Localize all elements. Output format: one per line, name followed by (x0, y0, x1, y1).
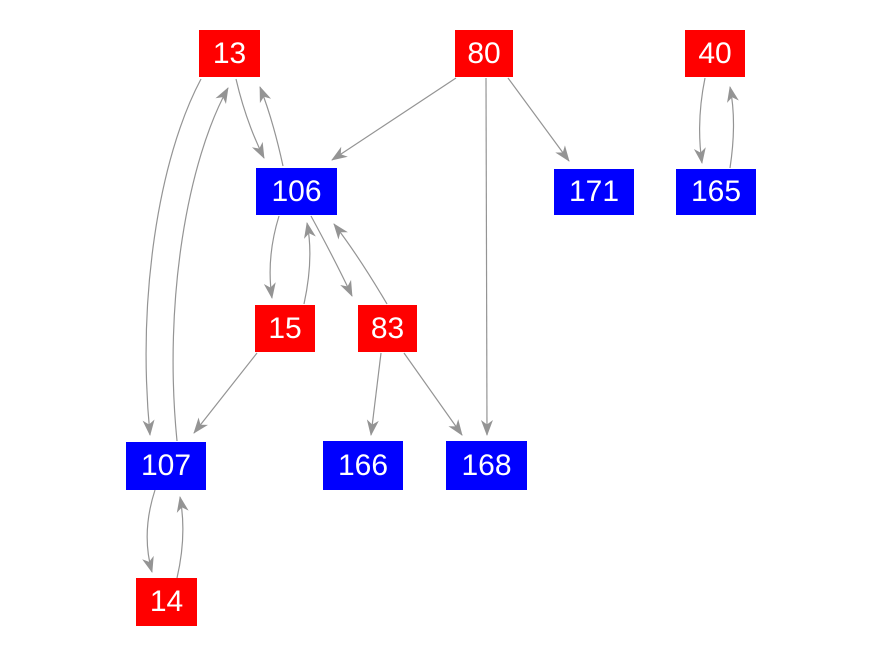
edge-40-to-165 (693, 77, 706, 164)
graph-node-168: 168 (446, 441, 527, 490)
node-label: 83 (370, 311, 405, 345)
node-label: 165 (690, 175, 742, 208)
edge-14-to-107 (176, 496, 189, 579)
edge-15-to-106 (303, 222, 316, 305)
node-label: 166 (337, 448, 389, 482)
edge-13-to-107 (142, 78, 202, 436)
edge-80-to-168 (480, 77, 493, 436)
graph-node-107: 107 (126, 442, 206, 490)
node-label: 168 (461, 448, 512, 482)
graph-node-83: 83 (358, 305, 417, 352)
node-label: 15 (268, 311, 302, 345)
edge-107-to-13 (172, 87, 229, 442)
edge-106-to-13 (259, 86, 284, 167)
node-label: 171 (568, 175, 620, 208)
graph-node-171: 171 (554, 169, 634, 215)
edge-80-to-171 (507, 77, 570, 162)
graph-node-40: 40 (685, 30, 745, 77)
edge-15-to-107 (193, 352, 258, 434)
node-label: 14 (149, 585, 184, 618)
graph-node-13: 13 (199, 30, 260, 77)
edge-106-to-15 (263, 215, 280, 299)
graph-node-166: 166 (323, 441, 403, 490)
node-label: 106 (271, 174, 322, 208)
graph-node-14: 14 (136, 578, 197, 626)
edge-83-to-106 (333, 223, 388, 305)
graph-node-80: 80 (455, 30, 513, 77)
node-label: 40 (698, 36, 732, 70)
edge-83-to-168 (403, 352, 463, 436)
edge-83-to-166 (366, 352, 382, 436)
edge-106-to-83 (310, 215, 353, 297)
graph-node-15: 15 (255, 305, 315, 352)
edge-13-to-106 (235, 78, 265, 159)
node-label: 107 (140, 449, 192, 482)
node-label: 80 (467, 36, 501, 70)
edge-165-to-40 (727, 86, 739, 169)
edge-80-to-106 (331, 77, 457, 161)
graph-node-165: 165 (676, 169, 756, 215)
node-label: 13 (212, 36, 247, 70)
edge-107-to-14 (142, 489, 156, 573)
graph-node-106: 106 (256, 168, 337, 215)
